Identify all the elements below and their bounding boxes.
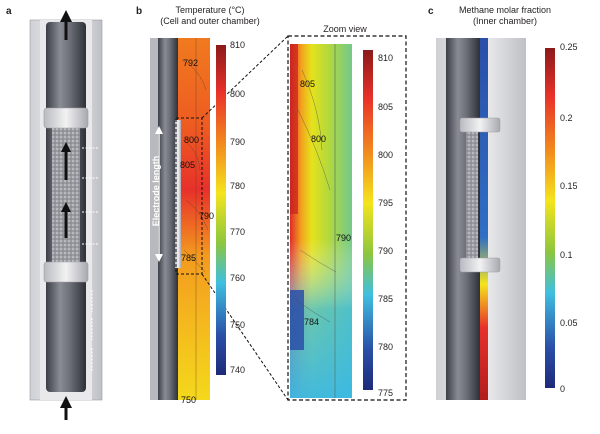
c-colorbar-tick: 0.25 (560, 42, 578, 52)
zoom-contour-label: 800 (311, 134, 327, 144)
panel-letter-b: b (136, 6, 143, 17)
electrode-arrow-top (155, 126, 163, 134)
b-contour-label: 750 (181, 395, 197, 405)
zoom-colorbar-tick: 785 (378, 294, 394, 304)
b-colorbar-tick: 800 (230, 89, 246, 99)
b-inner-tube (158, 38, 178, 400)
panel-b-temperature (150, 35, 289, 401)
electrode-length-label: Electrode length (151, 155, 161, 227)
zoom-line-bottom (201, 273, 289, 401)
panel-c-methane (436, 38, 555, 400)
b-colorbar-tick: 760 (230, 273, 246, 283)
c-caption-line2: (Inner chamber) (472, 16, 538, 26)
b-colorbar-tick: 770 (230, 227, 246, 237)
bottom-seal-ring (43, 261, 89, 283)
b-colorbar (216, 45, 226, 375)
flow-arrow-lower-head (61, 202, 71, 212)
flow-arrow-upper-head (61, 142, 71, 152)
zoom-contour-label: 805 (300, 79, 316, 89)
b-electrode-strip (175, 120, 181, 268)
b-contour-label: 800 (184, 135, 200, 145)
b-caption-line1: Temperature (°C) (175, 5, 245, 15)
b-colorbar-tick: 750 (230, 320, 246, 330)
top-seal-ring (43, 107, 89, 129)
b-left-shell (150, 38, 158, 400)
zoom-cold-spot (290, 290, 304, 350)
b-colorbar-tick: 780 (230, 181, 246, 191)
b-contour-label: 792 (183, 58, 199, 68)
zoom-frame (287, 35, 407, 401)
c-top-ring (459, 117, 501, 133)
c-colorbar-tick: 0.2 (560, 113, 573, 123)
b-zoom-box (175, 117, 203, 275)
zoom-colorbar-tick: 805 (378, 102, 394, 112)
panel-a-schematic (29, 10, 103, 420)
c-colorbar-tick: 0 (560, 384, 566, 394)
zoom-contour-label: 790 (336, 233, 352, 243)
c-colorbar-tick: 0.05 (560, 318, 578, 328)
b-colorbar-tick: 810 (230, 40, 246, 50)
b-colorbar-tick: 790 (230, 137, 246, 147)
c-electrode (466, 132, 478, 258)
outlet-arrow-head (60, 10, 72, 22)
b-contour-label: 805 (180, 160, 196, 170)
b-temperature-field (178, 38, 210, 400)
panel-letter-c: c (428, 6, 434, 17)
b-contour-lines (181, 38, 209, 400)
c-colorbar-tick: 0.15 (560, 181, 578, 191)
c-caption-line1: Methane molar fraction (458, 5, 552, 15)
zoom-colorbar-tick: 810 (378, 53, 394, 63)
c-methane-strip (480, 38, 488, 400)
radial-flow-arrows (82, 147, 98, 245)
panel-letter-a: a (6, 6, 12, 17)
zoom-colorbar (363, 50, 373, 390)
b-contour-label: 790 (199, 211, 215, 221)
zoom-hot-edge (290, 44, 298, 214)
electrode-arrow-bottom (155, 254, 163, 262)
zoom-colorbar-tick: 795 (378, 198, 394, 208)
b-colorbar-tick: 740 (230, 365, 246, 375)
c-colorbar (545, 48, 555, 388)
b-contour-label: 785 (181, 253, 197, 263)
zoom-colorbar-tick: 780 (378, 342, 394, 352)
zoom-label: Zoom view (323, 24, 367, 34)
zoom-colorbar-tick: 800 (378, 150, 394, 160)
zoom-view (287, 35, 407, 401)
zoom-contour-lines (295, 69, 337, 323)
c-colorbar-tick: 0.1 (560, 250, 573, 260)
zoom-contour-label: 784 (304, 317, 320, 327)
inlet-arrow-head (60, 396, 72, 408)
zoom-colorbar-tick: 775 (378, 388, 394, 398)
zoom-colorbar-tick: 790 (378, 246, 394, 256)
c-bottom-ring (459, 257, 501, 273)
b-caption-line2: (Cell and outer chamber) (160, 16, 260, 26)
